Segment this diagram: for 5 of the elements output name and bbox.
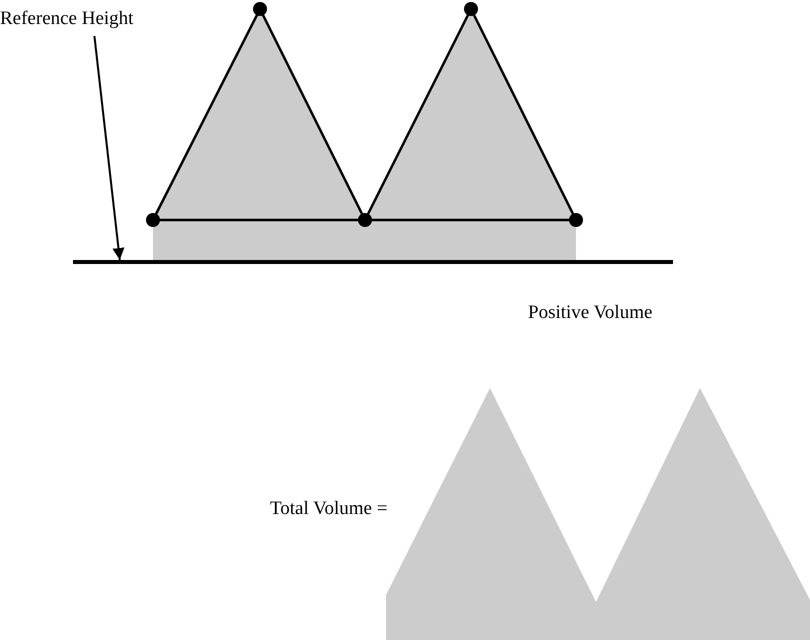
label-text: Positive Volume — [528, 302, 652, 324]
baseline-bar — [73, 260, 673, 264]
callout-text: Reference Height — [0, 8, 134, 29]
label-text: Total Volume = — [270, 498, 388, 520]
leader-line — [93, 36, 124, 260]
